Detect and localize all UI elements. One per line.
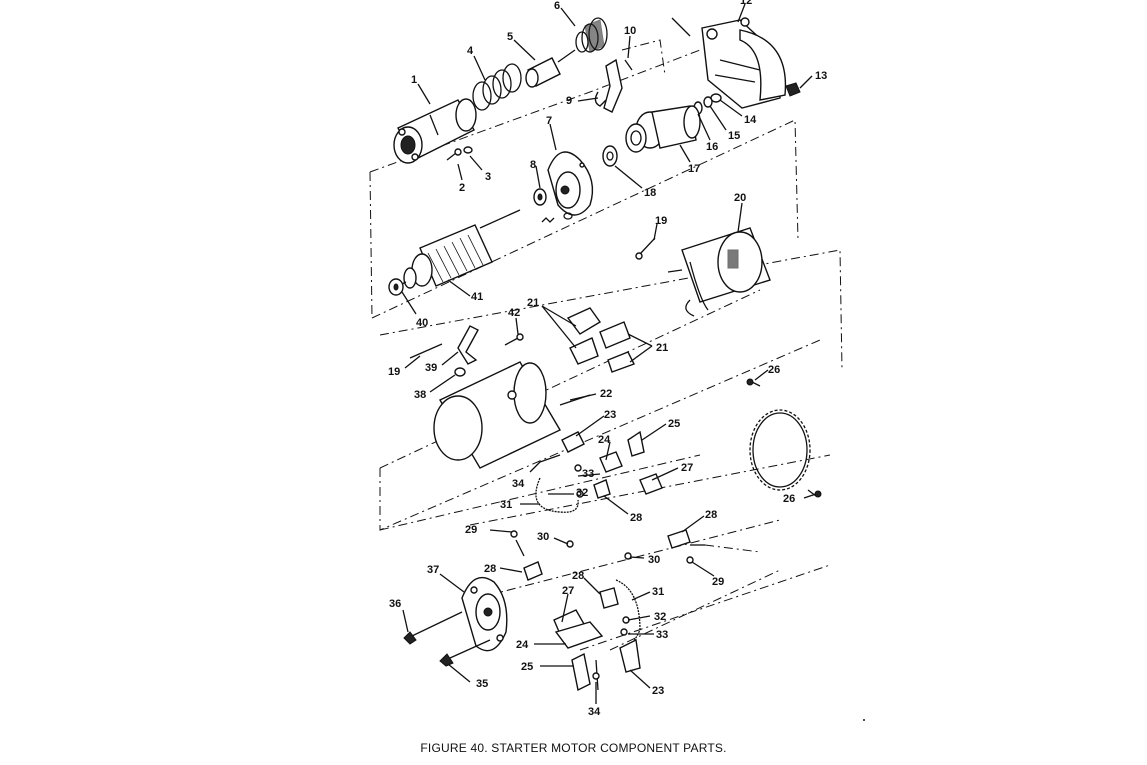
- leader-lines: [401, 3, 817, 704]
- callout-labels: 1 2 3 4 5 6 7 8 9 10 12 13 14 15 16 17 1…: [388, 0, 827, 718]
- callout-29-upper-left: 29: [465, 524, 477, 536]
- callout-23-lower: 23: [652, 685, 664, 697]
- callout-19-top: 19: [655, 215, 667, 227]
- left-bracket-parts: [409, 325, 479, 377]
- callout-36: 36: [389, 598, 401, 610]
- callout-5: 5: [507, 31, 513, 43]
- callout-2: 2: [459, 182, 465, 194]
- pole-shoes-part: [566, 307, 635, 373]
- callout-25-lower: 25: [521, 661, 533, 673]
- brush-holder-upper-parts: [535, 430, 663, 513]
- screw-washer-part: [446, 146, 473, 161]
- callout-26-bottom: 26: [783, 493, 795, 505]
- callout-41: 41: [471, 291, 483, 303]
- callout-9: 9: [566, 95, 572, 107]
- callout-37: 37: [427, 564, 439, 576]
- callout-34-upper: 34: [512, 478, 525, 490]
- callout-35: 35: [476, 678, 488, 690]
- field-frame-part: [433, 361, 591, 469]
- callout-30-upper-left: 30: [537, 531, 549, 543]
- callout-15: 15: [728, 130, 740, 142]
- callout-28-left: 28: [484, 563, 496, 575]
- seal-part: [533, 188, 573, 223]
- callout-38: 38: [414, 389, 426, 401]
- callout-6: 6: [554, 0, 560, 12]
- callout-18: 18: [644, 187, 656, 199]
- plunger-part: [525, 49, 576, 88]
- callout-20: 20: [734, 192, 746, 204]
- callout-25-upper: 25: [668, 418, 680, 430]
- screw-19-top-part: [635, 237, 656, 260]
- end-frame-part: [461, 576, 508, 652]
- nut-part: [785, 82, 801, 97]
- spring-part: [472, 63, 522, 111]
- callout-7: 7: [546, 115, 552, 127]
- gasket-ring-part: [746, 378, 822, 498]
- drive-assembly-part: [625, 105, 701, 153]
- callout-33-lower: 33: [656, 629, 668, 641]
- callout-4: 4: [467, 45, 474, 57]
- callout-42: 42: [508, 307, 520, 319]
- brush-holder-lower-right-parts: [599, 529, 705, 673]
- callout-32-upper: 32: [576, 487, 588, 499]
- callout-39: 39: [425, 362, 437, 374]
- screw-42-part: [504, 333, 524, 346]
- solenoid-part: [393, 98, 477, 164]
- callout-22: 22: [600, 388, 612, 400]
- callout-13: 13: [815, 70, 827, 82]
- callout-8: 8: [530, 159, 536, 171]
- callout-27-lower: 27: [562, 585, 574, 597]
- stray-mark: [863, 719, 865, 721]
- callout-14: 14: [744, 114, 757, 126]
- thrust-washer-part: [388, 278, 404, 296]
- callout-28-upper: 28: [630, 512, 642, 524]
- callout-26-top: 26: [768, 364, 780, 376]
- center-plate-part: [547, 151, 594, 216]
- collar-part: [602, 145, 618, 167]
- callout-24-lower: 24: [516, 639, 529, 651]
- callout-31-upper: 31: [500, 499, 512, 511]
- callout-19-left: 19: [388, 366, 400, 378]
- callout-24-upper: 24: [598, 434, 611, 446]
- callout-21-right: 21: [656, 342, 668, 354]
- callout-23-upper: 23: [604, 409, 616, 421]
- callout-12: 12: [740, 0, 752, 7]
- callout-28-right: 28: [705, 509, 717, 521]
- assembly-lines: [369, 49, 843, 651]
- callout-33-upper: 33: [582, 468, 594, 480]
- callout-27-upper: 27: [681, 462, 693, 474]
- through-bolts-part: [403, 611, 491, 667]
- callout-28-middle: 28: [572, 570, 584, 582]
- callout-30-right: 30: [648, 554, 660, 566]
- callout-32-lower: 32: [654, 611, 666, 623]
- callout-29-right: 29: [712, 576, 724, 588]
- field-coil-part: [667, 227, 771, 317]
- callout-17: 17: [688, 163, 700, 175]
- callout-1: 1: [411, 74, 417, 86]
- callout-21-left: 21: [527, 297, 539, 309]
- callout-16: 16: [706, 141, 718, 153]
- drive-housing-part: [671, 17, 787, 109]
- shift-lever-part: [594, 39, 666, 113]
- callout-31-lower: 31: [652, 586, 664, 598]
- figure-caption: FIGURE 40. STARTER MOTOR COMPONENT PARTS…: [420, 741, 727, 755]
- callout-10: 10: [624, 25, 636, 37]
- callout-34-lower: 34: [588, 706, 601, 718]
- armature-part: [397, 209, 521, 289]
- boot-part: [575, 17, 608, 53]
- callout-40: 40: [416, 317, 428, 329]
- callout-3: 3: [485, 171, 491, 183]
